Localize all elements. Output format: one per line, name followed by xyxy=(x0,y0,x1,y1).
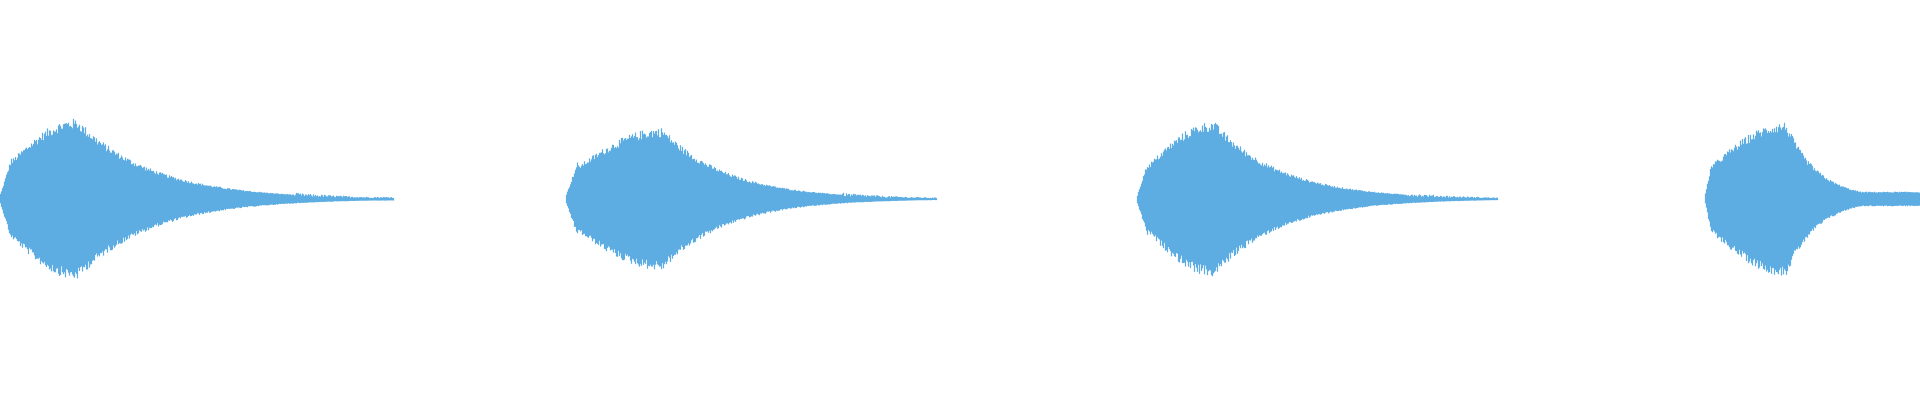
waveform-bursts xyxy=(0,118,1920,279)
